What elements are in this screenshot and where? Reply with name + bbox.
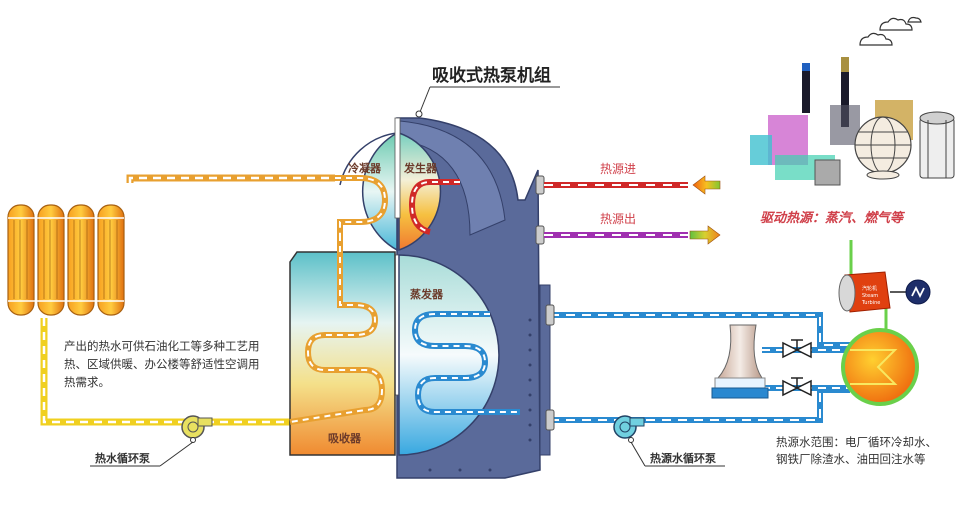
valve-upper [782, 339, 812, 359]
title-leader-line [419, 86, 431, 113]
source-water-note-line-1: 热源水范围：电厂循环冷却水、 [776, 435, 937, 449]
cloud-icons [859, 16, 922, 46]
steam-turbine: 汽轮机 Steam Turbine [838, 240, 931, 330]
source-water-note-line-2: 钢铁厂除渣水、油田回注水等 [776, 452, 926, 466]
heat-source-inlet-label: 热源进 [600, 162, 636, 176]
hot-water-pump-label: 热水循环泵 [95, 451, 150, 465]
cooling-tower [711, 324, 769, 399]
turbine-label-en-1: Steam [862, 293, 878, 299]
title-leader-dot [415, 110, 423, 118]
usage-note-line-2: 热、区域供暖、办公楼等舒适性空调用 [64, 357, 260, 371]
plant-heat-exchanger [841, 328, 919, 406]
outlet-arrow-icon [689, 225, 721, 245]
source-water-pump-label: 热源水循环泵 [650, 451, 716, 465]
valve-lower [782, 377, 812, 397]
upper-partition [394, 117, 401, 219]
hot-water-usage-note: 产出的热水可供石油化工等多种工艺用 热、区域供暖、办公楼等舒适性空调用 热需求。 [64, 339, 260, 389]
evaporator-label: 蒸发器 [410, 287, 444, 301]
condenser-label: 冷凝器 [348, 161, 382, 175]
absorber: 吸收器 [289, 235, 396, 456]
heat-source-outlet-label: 热源出 [600, 212, 636, 226]
diagram-title: 吸收式热泵机组 [432, 65, 551, 86]
absorber-label: 吸收器 [328, 431, 362, 445]
condenser: 冷凝器 [335, 131, 398, 252]
hot-water-pump: 热水循环泵 [90, 415, 213, 467]
generator-label: 发生器 [403, 161, 438, 175]
source-water-pump: 热源水循环泵 [613, 415, 725, 467]
heat-source-inlet: 热源进 [535, 162, 721, 195]
turbine-label-cn: 汽轮机 [862, 285, 877, 292]
turbine-label-en-2: Turbine [861, 300, 880, 306]
usage-note-line-3: 热需求。 [64, 375, 110, 389]
usage-note-line-1: 产出的热水可供石油化工等多种工艺用 [64, 339, 260, 353]
factory-illustration [750, 16, 955, 186]
source-water-loop [545, 304, 850, 431]
generator: 发生器 [398, 131, 460, 252]
source-water-note: 热源水范围：电厂循环冷却水、 钢铁厂除渣水、油田回注水等 [776, 435, 937, 466]
evaporator: 蒸发器 [398, 254, 520, 456]
radiator [7, 204, 125, 316]
inlet-arrow-icon [692, 175, 721, 195]
heat-source-outlet: 热源出 [535, 212, 721, 245]
drive-heat-source-caption: 驱动热源：蒸汽、燃气等 [760, 210, 906, 226]
